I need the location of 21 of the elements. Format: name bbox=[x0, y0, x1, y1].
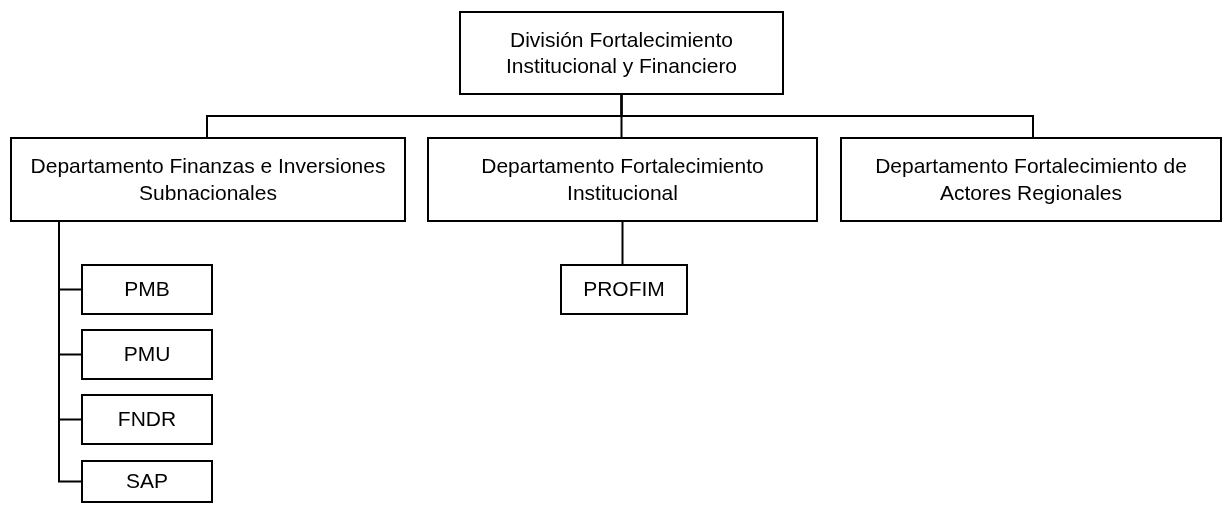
connector-line bbox=[58, 221, 82, 483]
unit-name: Departamento Finanzas e Inversiones Subnacionales bbox=[29, 153, 387, 206]
org-box bbox=[840, 137, 1222, 222]
org-box bbox=[81, 394, 213, 445]
org-box bbox=[560, 264, 688, 315]
unit-name: Departamento Fortalecimiento de Actores Regionales bbox=[874, 153, 1188, 206]
org-box bbox=[81, 460, 213, 503]
connector-line bbox=[621, 221, 624, 265]
org-box bbox=[81, 329, 213, 380]
org-box bbox=[81, 264, 213, 315]
unit-name: Departamento Fortalecimiento Institucional bbox=[480, 153, 765, 206]
unit-name: PMB bbox=[123, 276, 171, 303]
unit-name: FNDR bbox=[116, 406, 178, 433]
connector-line bbox=[620, 94, 1034, 138]
unit-name: SAP bbox=[125, 468, 169, 495]
unit-name: PROFIM bbox=[582, 276, 666, 303]
unit-name: PMU bbox=[122, 341, 172, 368]
org-box bbox=[459, 11, 784, 95]
unit-name: División Fortalecimiento Institucional y Financiero bbox=[504, 26, 739, 79]
org-box bbox=[10, 137, 406, 222]
org-box bbox=[427, 137, 818, 222]
